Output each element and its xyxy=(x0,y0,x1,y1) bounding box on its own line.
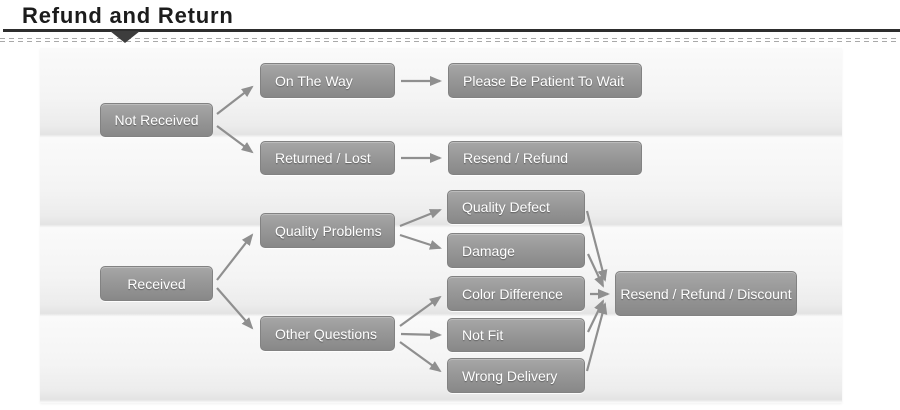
flow-node-color-difference: Color Difference xyxy=(447,276,585,311)
flow-node-quality-problems: Quality Problems xyxy=(260,213,395,248)
header-dashed-rule-bottom xyxy=(0,41,900,42)
arrow-quality-problems-to-quality-defect xyxy=(399,208,442,228)
arrow-other-questions-to-wrong-delivery xyxy=(399,341,442,373)
arrow-other-questions-to-not-fit xyxy=(400,329,442,340)
flow-node-returned-lost: Returned / Lost xyxy=(260,141,395,175)
flow-node-please-wait: Please Be Patient To Wait xyxy=(448,63,642,98)
arrow-not-received-to-returned-lost xyxy=(216,125,254,154)
flow-node-on-the-way: On The Way xyxy=(260,63,395,98)
triangle-down-icon xyxy=(110,31,140,43)
arrow-damage-to-final xyxy=(587,253,604,288)
header-rule xyxy=(3,29,900,32)
flow-node-received: Received xyxy=(100,266,213,301)
arrow-received-to-quality-problems xyxy=(216,233,254,281)
flow-node-other-questions: Other Questions xyxy=(260,316,395,351)
flow-node-resend-refund: Resend / Refund xyxy=(448,141,642,175)
arrow-wrong-delivery-to-final xyxy=(585,302,608,372)
arrow-received-to-other-questions xyxy=(216,287,254,330)
flow-node-damage: Damage xyxy=(447,233,585,268)
header-dashed-rule-top xyxy=(0,38,900,39)
arrow-quality-defect-to-final xyxy=(585,210,608,282)
page-title: Refund and Return xyxy=(22,3,234,28)
arrow-other-questions-to-color-difference xyxy=(399,295,442,327)
flow-node-quality-defect: Quality Defect xyxy=(447,190,585,224)
flow-node-resend-refund-discount: Resend / Refund / Discount xyxy=(615,271,797,316)
flow-node-wrong-delivery: Wrong Delivery xyxy=(447,358,585,393)
arrow-not-received-to-on-the-way xyxy=(216,85,254,115)
flow-node-not-received: Not Received xyxy=(100,103,213,137)
flow-node-not-fit: Not Fit xyxy=(447,318,585,352)
arrow-quality-problems-to-damage xyxy=(399,233,442,250)
